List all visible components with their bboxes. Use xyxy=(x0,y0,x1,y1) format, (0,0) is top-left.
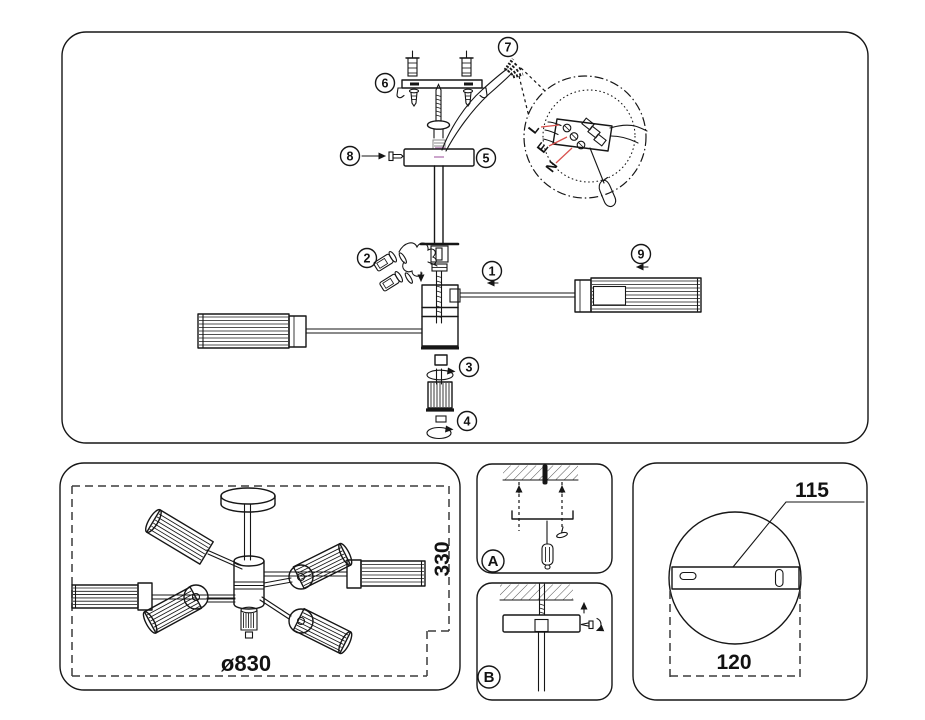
ceiling xyxy=(502,464,579,485)
dimension-lines xyxy=(71,485,450,677)
callout-2: 2 xyxy=(356,247,378,269)
svg-text:2: 2 xyxy=(364,252,371,266)
canopy-plate-circle xyxy=(668,511,802,645)
svg-text:7: 7 xyxy=(505,41,512,55)
svg-text:6: 6 xyxy=(382,77,389,91)
shade-right xyxy=(346,559,426,589)
mounting-bar xyxy=(671,566,800,590)
height-dimension: 330 xyxy=(431,541,454,576)
svg-text:5: 5 xyxy=(483,152,490,166)
wire-connector-icon xyxy=(373,250,413,292)
screwdriver-icon xyxy=(541,520,554,570)
wall-anchor-icon xyxy=(459,50,474,77)
callout-8: 8 xyxy=(339,145,404,167)
hole-spacing-dimension: 115 xyxy=(795,479,829,502)
loose-wires xyxy=(398,242,438,277)
right-arm-shade xyxy=(459,277,702,313)
wiring-detail-circle: L E N xyxy=(523,75,648,208)
diameter-dimension: ø830 xyxy=(221,651,271,676)
dimension-lines xyxy=(669,591,801,677)
down-rod xyxy=(417,165,460,324)
shade-left xyxy=(71,582,153,611)
rotate-arrow-icon xyxy=(426,367,456,381)
threaded-stud xyxy=(426,83,451,150)
supply-wires xyxy=(441,58,546,152)
ceiling-canopy xyxy=(403,148,475,167)
slot-hole-right xyxy=(774,568,784,588)
screw-icon xyxy=(388,151,404,162)
detail-wires xyxy=(542,121,648,145)
svg-text:A: A xyxy=(488,553,499,570)
svg-text:4: 4 xyxy=(464,415,471,429)
terminal-block xyxy=(562,117,607,150)
svg-text:8: 8 xyxy=(347,150,354,164)
rotate-arrow-icon xyxy=(426,425,454,440)
callout-1: 1 xyxy=(481,260,503,287)
slot-hole-left xyxy=(679,571,697,581)
bracket-outline xyxy=(511,510,574,520)
bottom-socket xyxy=(240,606,258,639)
callout-4: 4 xyxy=(456,410,478,432)
shade-upper-left xyxy=(145,508,214,565)
rotate-arrow-icon xyxy=(596,617,605,632)
shade-front-left xyxy=(142,584,209,634)
leader-line xyxy=(732,501,865,568)
svg-text:B: B xyxy=(484,669,495,686)
callout-7: 7 xyxy=(497,36,519,58)
exploded-view-panel: L E N xyxy=(61,31,869,444)
callout-3: 3 xyxy=(458,356,480,378)
callout-9: 9 xyxy=(630,243,652,271)
screw-icon xyxy=(408,88,420,107)
mounting-plate-panel: 115 120 xyxy=(632,462,868,701)
plate-width-dimension: 120 xyxy=(716,651,751,674)
shade-lower-right xyxy=(288,607,353,655)
assembled-canopy xyxy=(220,487,276,561)
terminal-label-live: L xyxy=(525,121,542,137)
shade-upper-right xyxy=(288,542,353,590)
step-b-badge: B xyxy=(477,665,501,689)
screw-icon xyxy=(462,88,474,107)
wall-anchor-icon xyxy=(405,50,420,77)
central-hub xyxy=(421,284,461,350)
svg-text:1: 1 xyxy=(489,265,496,279)
finial-parts xyxy=(426,354,456,440)
hanging-rod xyxy=(538,583,546,616)
hook-icon xyxy=(598,176,617,208)
ceiling xyxy=(499,584,574,601)
terminal-label-earth: E xyxy=(534,140,551,156)
screw-icon xyxy=(556,526,568,539)
callout-5: 5 xyxy=(475,147,497,169)
step-a-panel: A xyxy=(476,463,613,574)
screw-icon xyxy=(580,620,594,630)
svg-text:9: 9 xyxy=(638,248,645,262)
mounting-bracket xyxy=(396,79,488,99)
step-b-panel: B xyxy=(476,582,613,701)
left-arm-shade xyxy=(197,313,423,349)
assembled-view-panel: ø830 330 xyxy=(59,462,461,691)
step-a-badge: A xyxy=(481,549,505,573)
canopy-plate xyxy=(502,614,581,692)
svg-text:3: 3 xyxy=(466,361,473,375)
callout-6: 6 xyxy=(374,72,396,94)
